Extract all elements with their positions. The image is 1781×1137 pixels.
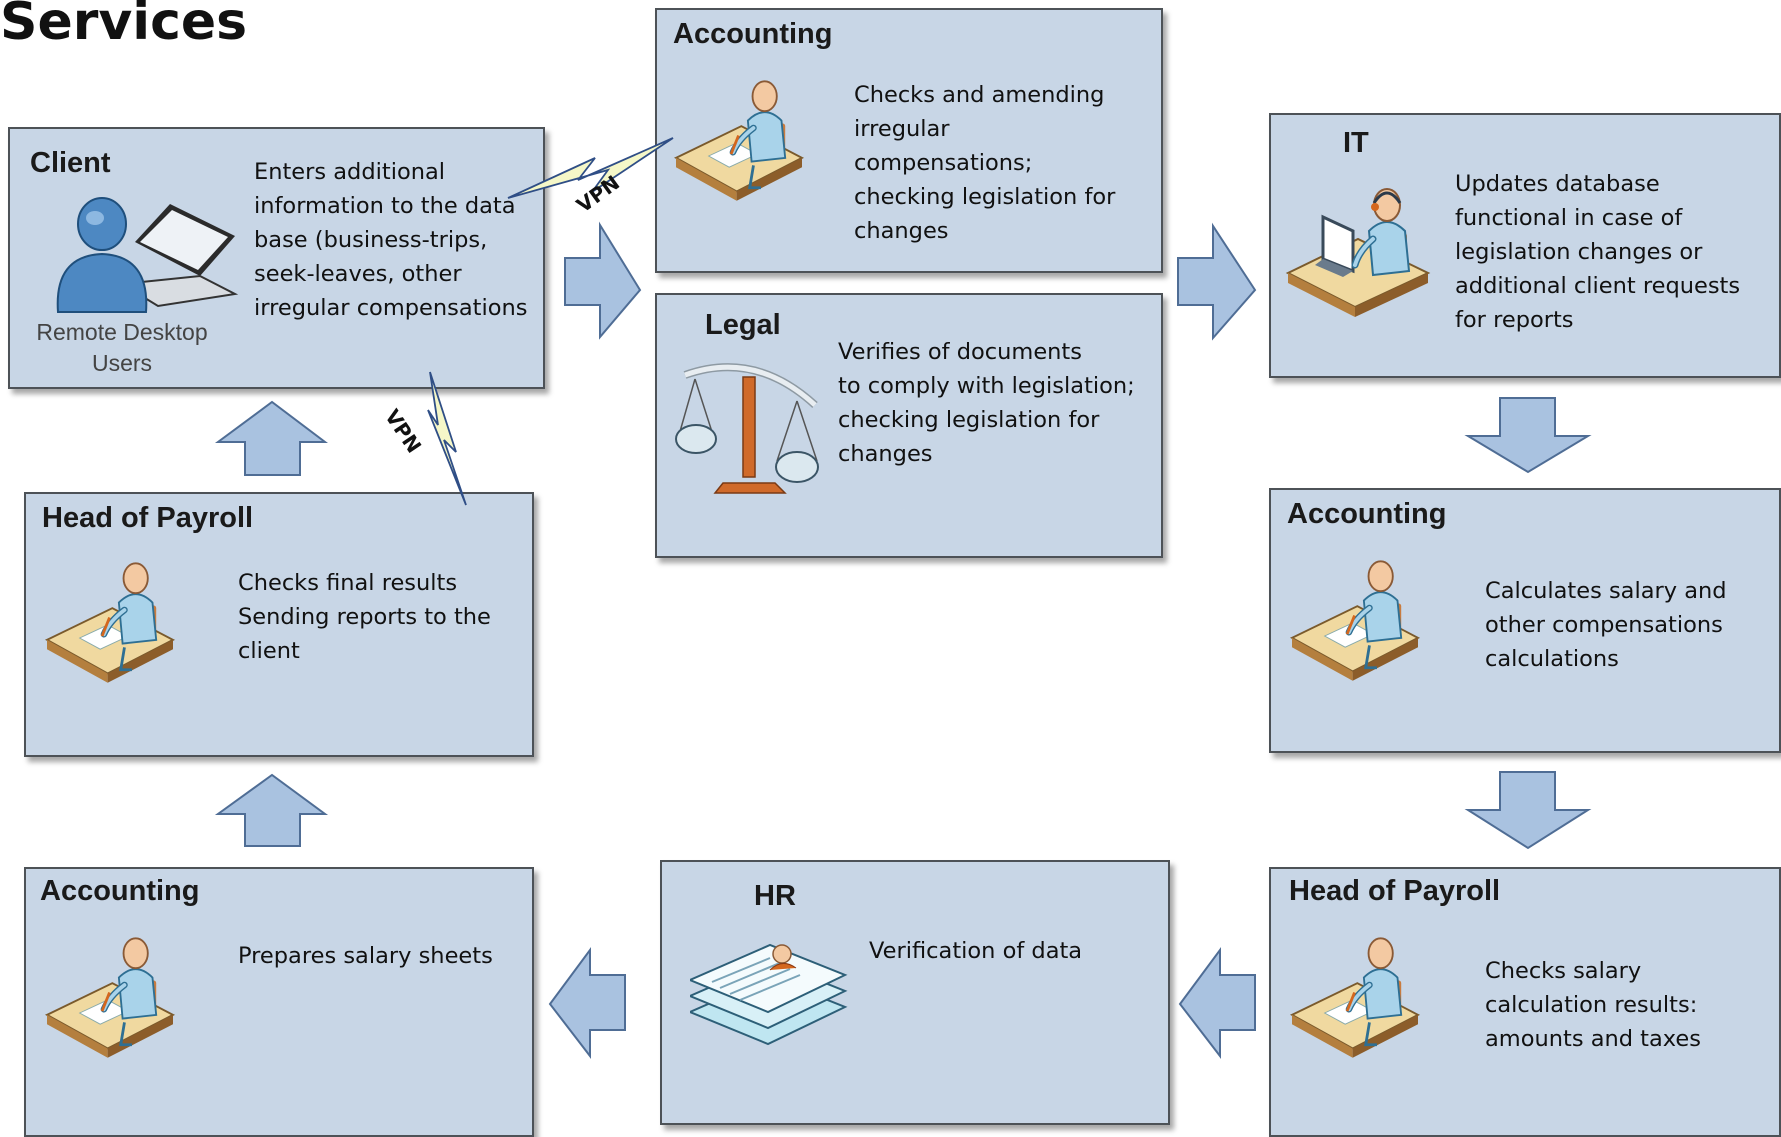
accounting-bottom-title: Accounting [40,875,200,907]
accounting-right-box: Accounting Calculates salary and other c… [1269,488,1781,753]
accountant-at-desk-icon [42,554,192,698]
head-payroll-right-title: Head of Payroll [1289,875,1501,907]
arrow-down-it-to-accounting [1464,397,1592,474]
accountant-at-desk-icon [1287,929,1437,1073]
accountant-at-desk-icon [671,72,821,216]
accounting-top-text: Checks and amending irregular compensati… [854,82,1116,244]
head-payroll-left-title: Head of Payroll [42,502,254,534]
accounting-bottom-text: Prepares salary sheets [238,943,493,969]
vpn-label-top: VPN [572,170,625,218]
hr-box: HR Verification of data [660,860,1170,1125]
it-operator-icon [1283,173,1443,327]
it-title: IT [1343,127,1369,159]
accounting-right-title: Accounting [1287,498,1447,530]
client-caption: Remote Desktop Users [36,319,208,376]
client-text: Enters additional information to the dat… [254,159,528,321]
client-title: Client [30,147,111,179]
arrow-right-to-it [1177,222,1257,341]
accountant-at-desk-icon [42,929,192,1073]
accounting-top-title: Accounting [673,18,833,50]
it-text: Updates database functional in case of l… [1455,171,1741,333]
head-payroll-right-box: Head of Payroll Checks salary calculatio… [1269,867,1781,1137]
accounting-right-text: Calculates salary and other compensation… [1485,578,1727,672]
arrow-down-accounting-to-payroll [1464,771,1592,850]
vpn-lightning-left [427,371,467,506]
accounting-bottom-box: Accounting Prepares salary sheets [24,867,534,1137]
vpn-label-left: VPN [380,405,427,458]
it-box: IT Updates database functional in case o… [1269,113,1781,378]
arrow-left-hr-to-accounting [548,946,626,1059]
scales-of-justice-icon [675,355,825,509]
arrow-up-accounting-to-payroll [214,773,329,847]
legal-title: Legal [705,309,781,341]
client-box: Client Remote Desktop Users Enters addit… [8,127,545,389]
accountant-at-desk-icon [1287,552,1437,696]
hr-text: Verification of data [869,938,1083,964]
legal-box: Legal Verifies of documents to comply wi… [655,293,1163,558]
head-payroll-left-box: Head of Payroll Checks final results Sen… [24,492,534,757]
head-payroll-left-text: Checks final results Sending reports to … [238,570,491,664]
hr-title: HR [754,880,796,912]
accounting-top-box: Accounting Checks and amending irregular… [655,8,1163,273]
arrow-right-client-to-accounting [564,221,642,340]
page-title: Services [0,0,248,52]
head-payroll-right-text: Checks salary calculation results: amoun… [1485,958,1701,1052]
remote-desktop-user-icon [40,184,240,328]
arrow-left-payroll-to-hr [1178,946,1256,1059]
legal-text: Verifies of documents to comply with leg… [838,339,1135,467]
arrow-up-payroll-to-client [214,400,328,476]
document-stack-icon [687,932,850,1056]
